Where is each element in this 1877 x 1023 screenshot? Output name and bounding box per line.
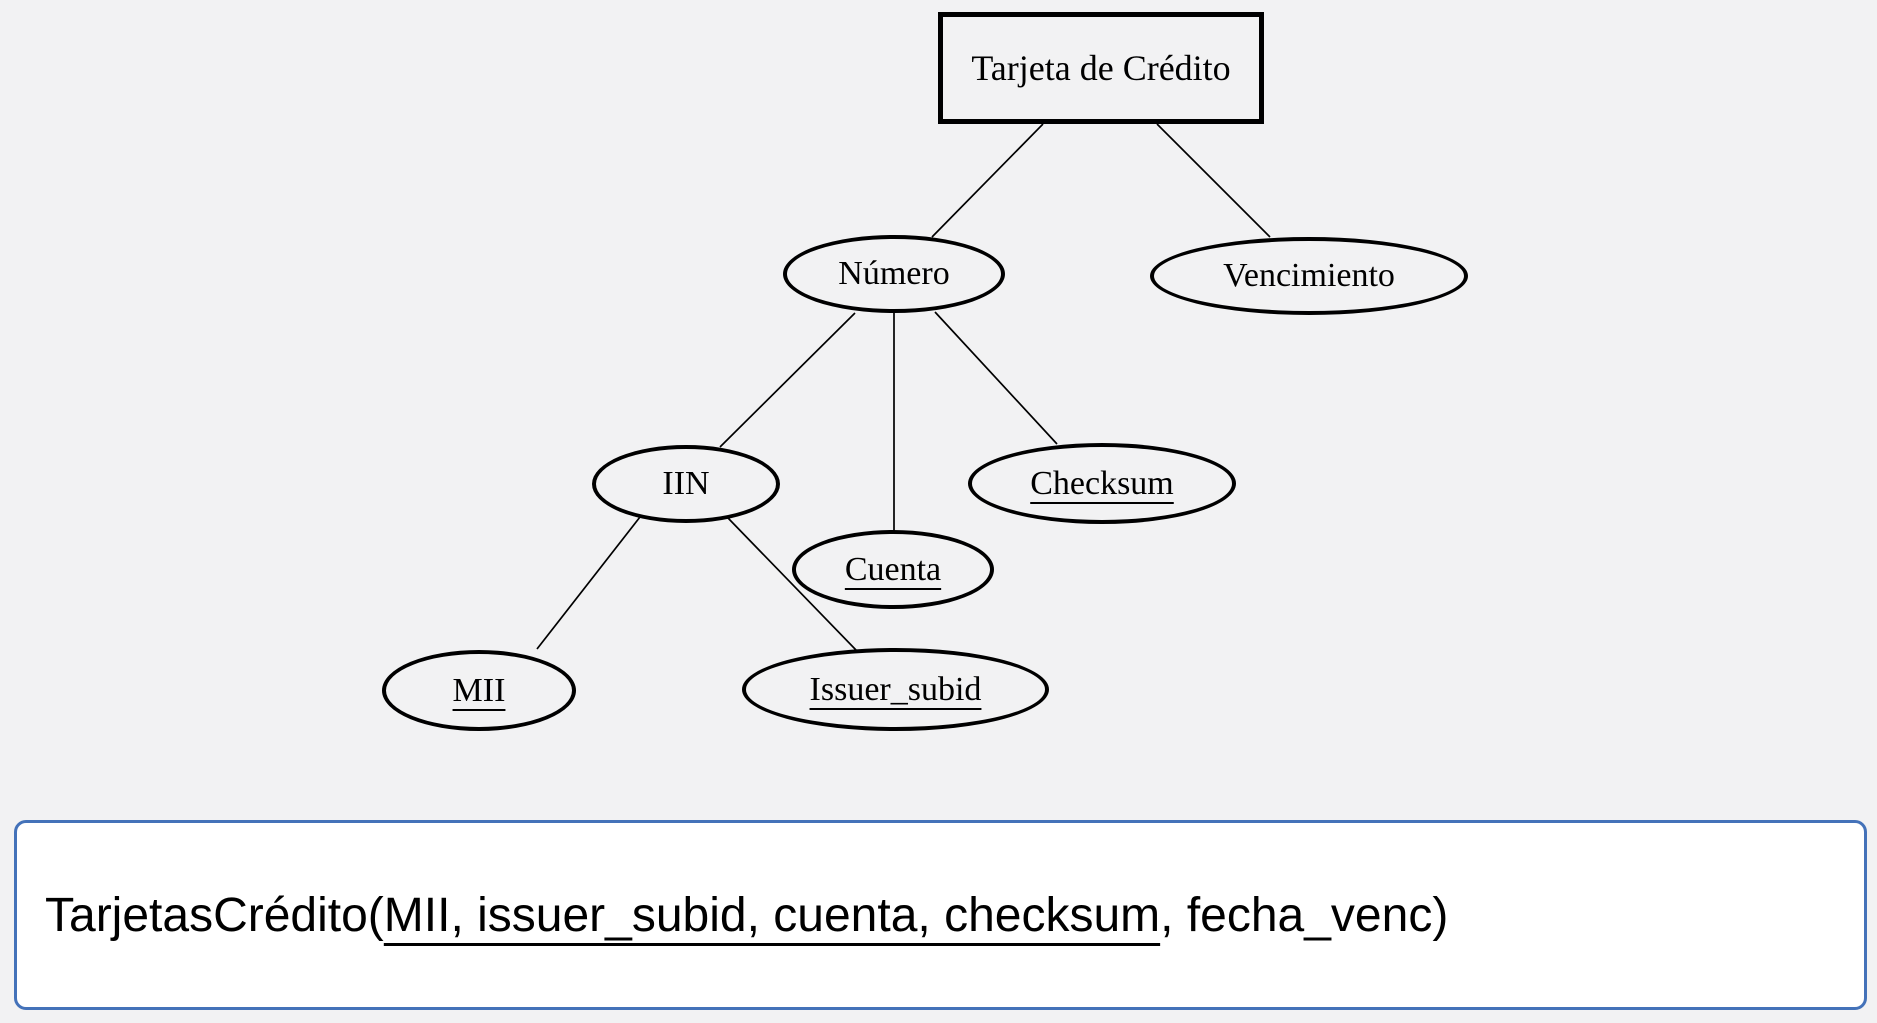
edge-entity-vencimiento [1156,123,1271,238]
relational-schema-text: TarjetasCrédito(MII, issuer_subid, cuent… [17,888,1448,943]
attribute-label: Checksum [1030,464,1174,502]
attribute-label: Issuer_subid [809,670,982,708]
attribute-label: IIN [662,465,710,502]
attribute-label: Vencimiento [1223,257,1395,294]
attribute-numero: Número [783,235,1005,313]
attribute-mii: MII [382,650,576,731]
schema-suffix: , fecha_venc) [1160,888,1449,942]
entity-label: Tarjeta de Crédito [971,48,1231,88]
attribute-label: Cuenta [844,550,942,588]
relational-schema-panel: TarjetasCrédito(MII, issuer_subid, cuent… [14,820,1867,1010]
attribute-cuenta: Cuenta [792,530,994,609]
edge-numero-checksum [934,311,1058,445]
edge-numero-iin [719,312,856,448]
edge-entity-numero [931,123,1044,238]
attribute-issuer-subid: Issuer_subid [742,648,1049,731]
attribute-label: MII [452,671,506,709]
schema-key-attributes: MII, issuer_subid, cuenta, checksum [383,888,1161,942]
attribute-iin: IIN [592,445,780,523]
attribute-vencimiento: Vencimiento [1150,237,1468,315]
edge-iin-issuer-subid [727,517,857,651]
attribute-label: Número [838,255,950,292]
attribute-checksum: Checksum [968,443,1236,524]
schema-prefix: TarjetasCrédito( [45,888,384,942]
edge-iin-mii [536,516,641,650]
entity-tarjeta-de-credito: Tarjeta de Crédito [938,12,1264,124]
